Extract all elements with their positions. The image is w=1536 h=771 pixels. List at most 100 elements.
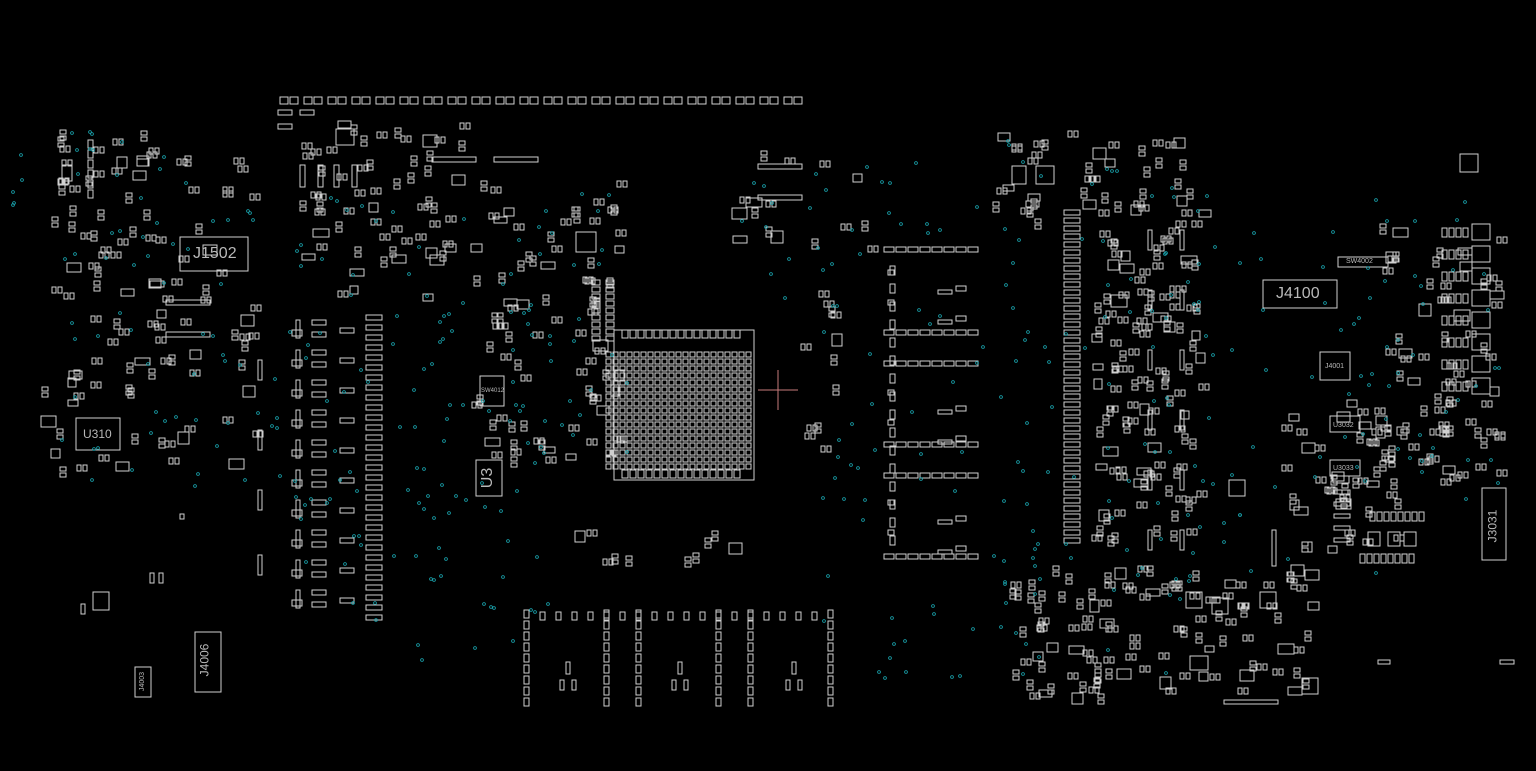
smd-part[interactable] [186, 318, 192, 326]
ic-outline[interactable] [134, 357, 151, 366]
smd-part[interactable] [255, 193, 261, 201]
pad[interactable] [747, 611, 754, 621]
pad[interactable] [365, 614, 383, 621]
ic-outline[interactable] [1290, 564, 1305, 577]
pad[interactable] [1063, 225, 1081, 232]
smd-part[interactable] [1014, 589, 1022, 595]
smd-part[interactable] [1365, 506, 1373, 512]
bga-ball[interactable] [710, 456, 717, 463]
smd-part[interactable] [1189, 346, 1197, 352]
bga-ball[interactable] [647, 428, 654, 435]
smd-part[interactable] [1241, 581, 1247, 589]
pad[interactable] [895, 360, 907, 367]
smd-part[interactable] [751, 213, 759, 219]
smd-part[interactable] [514, 359, 522, 365]
ic-outline[interactable] [242, 385, 256, 398]
smd-part[interactable] [760, 150, 768, 156]
part[interactable] [179, 513, 185, 520]
bga-ball[interactable] [619, 393, 626, 400]
smd-part[interactable] [1406, 355, 1412, 363]
smd-part[interactable] [233, 157, 239, 165]
smd-part[interactable] [1248, 634, 1254, 642]
smd-part[interactable] [1034, 608, 1042, 614]
pad[interactable] [291, 599, 303, 607]
pad[interactable] [327, 96, 337, 105]
smd-part[interactable] [1435, 428, 1441, 436]
smd-part[interactable] [1373, 472, 1381, 478]
smd-part[interactable] [1186, 188, 1194, 194]
smd-part[interactable] [1352, 483, 1360, 489]
bga-ball[interactable] [668, 421, 675, 428]
pad[interactable] [605, 286, 615, 293]
pad[interactable] [365, 524, 383, 531]
smd-part[interactable] [59, 145, 65, 153]
smd-part[interactable] [1195, 615, 1201, 623]
connector-outline[interactable] [165, 299, 211, 306]
pad[interactable] [605, 307, 615, 314]
smd-part[interactable] [1155, 163, 1163, 169]
pad[interactable] [1333, 501, 1351, 507]
bga-ball[interactable] [647, 393, 654, 400]
smd-part[interactable] [1452, 362, 1458, 370]
smd-part[interactable] [126, 362, 134, 368]
smd-part[interactable] [342, 173, 348, 181]
smd-part[interactable] [1027, 598, 1035, 604]
component-j4100[interactable] [1262, 279, 1338, 309]
smd-part[interactable] [1128, 365, 1134, 373]
smd-part[interactable] [1192, 528, 1198, 536]
bga-ball[interactable] [675, 456, 682, 463]
pad[interactable] [1063, 217, 1081, 224]
smd-part[interactable] [1105, 621, 1113, 627]
smd-part[interactable] [231, 335, 239, 341]
bga-ball[interactable] [668, 407, 675, 414]
bga-ball[interactable] [703, 407, 710, 414]
smd-part[interactable] [58, 184, 66, 190]
smd-part[interactable] [99, 170, 105, 178]
smd-part[interactable] [1171, 516, 1179, 522]
pad[interactable] [365, 324, 383, 331]
smd-part[interactable] [1299, 646, 1305, 654]
smd-part[interactable] [1141, 323, 1147, 331]
bga-ball[interactable] [626, 449, 633, 456]
smd-part[interactable] [1117, 250, 1123, 258]
smd-part[interactable] [765, 226, 773, 232]
smd-part[interactable] [190, 425, 196, 433]
bga-ball[interactable] [619, 351, 626, 358]
smd-part[interactable] [148, 374, 156, 380]
smd-part[interactable] [1114, 207, 1122, 213]
smd-part[interactable] [1402, 422, 1410, 428]
smd-part[interactable] [587, 308, 593, 316]
smd-part[interactable] [1215, 673, 1221, 681]
smd-part[interactable] [1278, 668, 1284, 676]
smd-part[interactable] [1125, 586, 1131, 594]
smd-part[interactable] [1133, 401, 1139, 409]
pad[interactable] [523, 609, 530, 619]
ic-outline[interactable] [1239, 669, 1255, 682]
smd-part[interactable] [1033, 157, 1039, 165]
bga-ball[interactable] [682, 372, 689, 379]
pad[interactable] [1441, 315, 1448, 326]
smd-part[interactable] [1480, 342, 1488, 348]
pad[interactable] [747, 609, 754, 619]
pad[interactable] [361, 96, 371, 105]
bga-ball[interactable] [640, 456, 647, 463]
bga-ball[interactable] [724, 456, 731, 463]
connector-outline[interactable] [757, 194, 803, 201]
ic-outline[interactable] [40, 415, 57, 428]
pad[interactable] [365, 444, 383, 451]
bga-ball[interactable] [703, 365, 710, 372]
bga-ball[interactable] [612, 414, 619, 421]
smd-part[interactable] [1362, 538, 1368, 546]
pad[interactable] [635, 631, 642, 641]
pad[interactable] [311, 379, 327, 386]
smd-part[interactable] [1156, 473, 1162, 481]
bga-ball[interactable] [724, 421, 731, 428]
pad[interactable] [919, 246, 931, 253]
smd-part[interactable] [1094, 672, 1102, 678]
pad[interactable] [907, 360, 919, 367]
bga-ball[interactable] [724, 379, 731, 386]
smd-part[interactable] [581, 329, 587, 337]
smd-part[interactable] [1445, 399, 1451, 407]
smd-part[interactable] [1103, 519, 1111, 525]
smd-part[interactable] [1441, 337, 1449, 343]
